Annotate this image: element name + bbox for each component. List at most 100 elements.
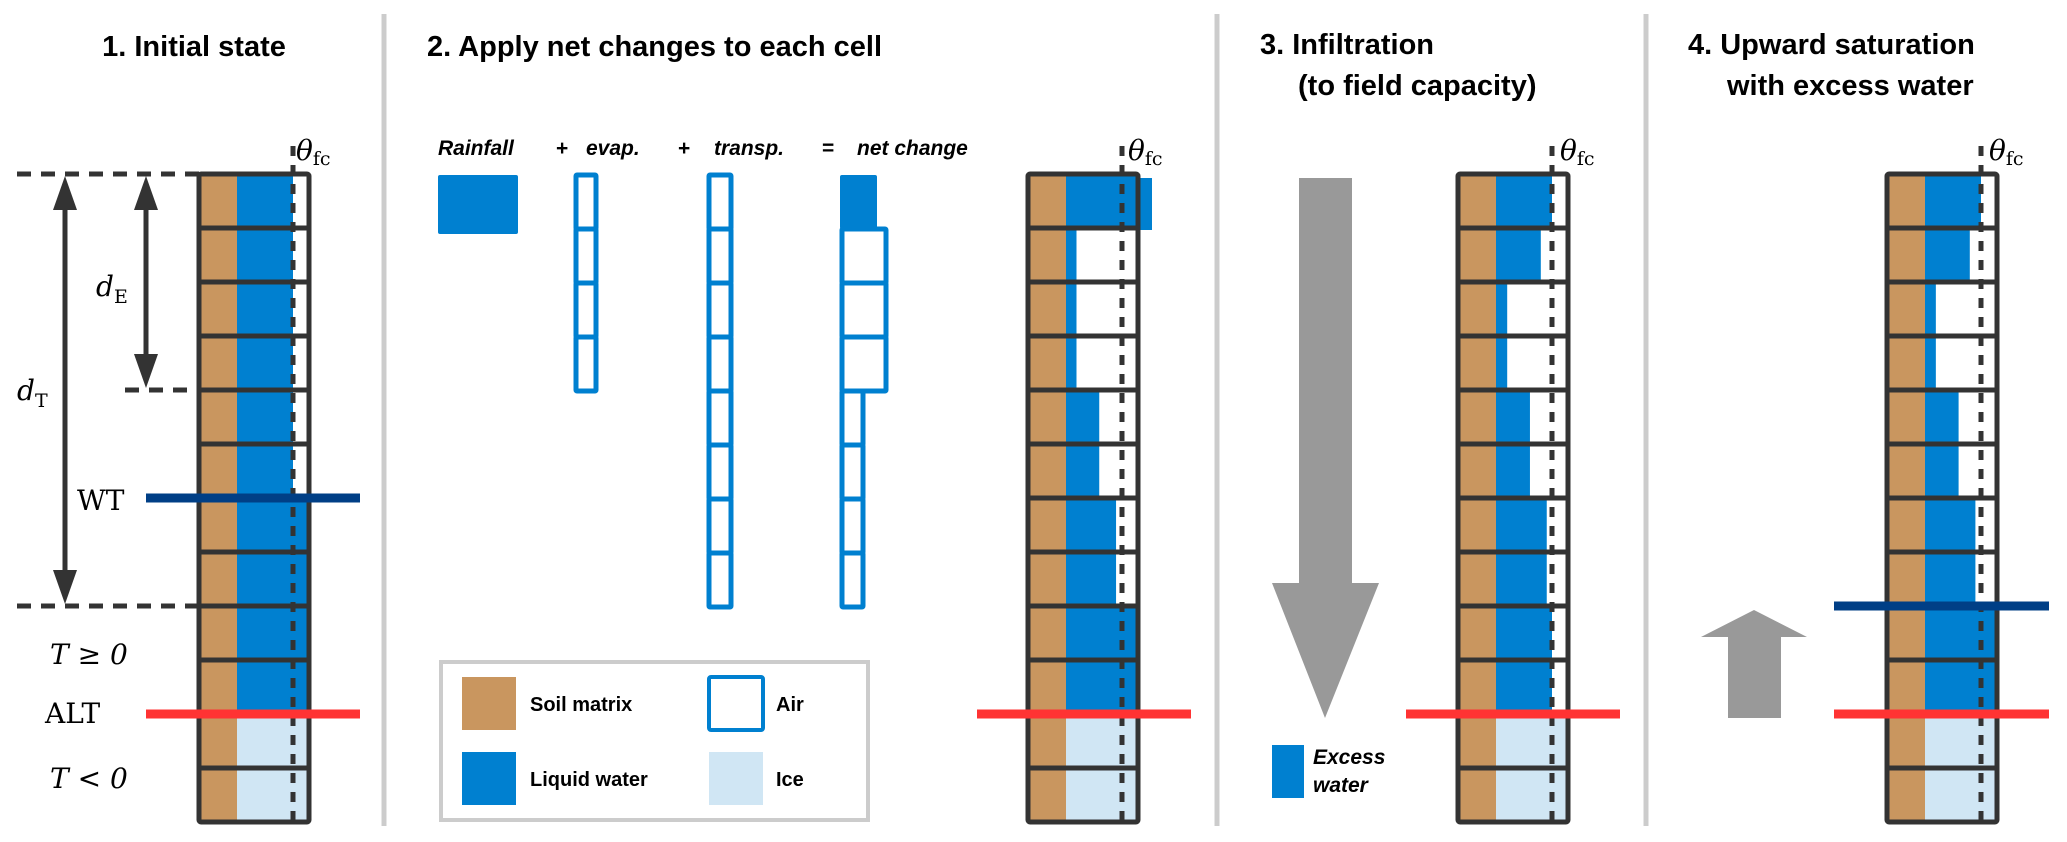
soil-matrix-fill xyxy=(1028,768,1066,822)
soil-column-panel-4 xyxy=(1834,146,2049,825)
legend-air-swatch xyxy=(707,675,765,732)
water-fill xyxy=(1066,282,1077,336)
soil-cell xyxy=(199,282,309,336)
theta-fc-label: θfc xyxy=(1560,134,1595,170)
legend-ice-swatch xyxy=(709,752,763,805)
soil-cell xyxy=(1028,552,1138,606)
ice-fill xyxy=(1066,714,1136,768)
column-outline xyxy=(1884,171,2000,825)
soil-matrix-fill xyxy=(1458,660,1496,714)
dT-label: dT xyxy=(17,374,48,412)
water-fill xyxy=(237,444,293,498)
net-change-loss-cell xyxy=(839,280,889,340)
legend-soil-label: Soil matrix xyxy=(530,694,632,716)
soil-cell xyxy=(1887,660,1997,714)
air-fill xyxy=(1925,282,1997,336)
soil-matrix-fill xyxy=(1458,228,1496,282)
water-fill xyxy=(237,552,307,606)
soil-matrix-fill xyxy=(199,498,237,552)
air-fill xyxy=(1496,336,1568,390)
water-fill xyxy=(1066,660,1136,714)
air-fill xyxy=(1066,336,1138,390)
soil-matrix-fill xyxy=(1887,714,1925,768)
soil-cell xyxy=(199,444,309,498)
transpiration-cell xyxy=(706,172,734,232)
water-fill xyxy=(1925,390,1959,444)
soil-cell xyxy=(1458,768,1568,822)
soil-cell xyxy=(1458,606,1568,660)
soil-matrix-fill xyxy=(199,714,237,768)
soil-column-panel-1 xyxy=(146,146,360,825)
flux-bars xyxy=(573,172,889,610)
ice-fill xyxy=(237,768,307,822)
water-fill xyxy=(1496,444,1530,498)
soil-cell xyxy=(1028,282,1138,336)
soil-matrix-fill xyxy=(1887,606,1925,660)
transpiration-cell xyxy=(706,496,734,556)
soil-matrix-fill xyxy=(1028,390,1066,444)
soil-matrix-fill xyxy=(199,552,237,606)
soil-cell xyxy=(1887,174,1997,228)
soil-matrix-fill xyxy=(1887,390,1925,444)
soil-matrix-fill xyxy=(1028,444,1066,498)
evaporation-cell xyxy=(573,226,599,286)
soil-cell xyxy=(1887,498,1997,552)
water-fill xyxy=(1496,660,1552,714)
ice-fill xyxy=(1496,768,1566,822)
soil-matrix-fill xyxy=(1887,336,1925,390)
water-fill xyxy=(1925,282,1936,336)
theta-fc-label: θfc xyxy=(1128,134,1163,170)
soil-matrix-fill xyxy=(1887,228,1925,282)
water-fill xyxy=(237,390,293,444)
soil-matrix-fill xyxy=(1028,498,1066,552)
soil-matrix-fill xyxy=(1887,498,1925,552)
water-fill xyxy=(237,174,293,228)
water-fill xyxy=(1925,336,1936,390)
soil-cell xyxy=(199,390,309,444)
water-fill xyxy=(1925,498,1976,552)
net-change-loss-cell xyxy=(839,334,889,394)
ice-fill xyxy=(237,714,307,768)
transpiration-cell xyxy=(706,442,734,502)
water-fill xyxy=(1496,390,1530,444)
soil-matrix-fill xyxy=(1458,552,1496,606)
rainfall-block xyxy=(438,175,518,234)
soil-matrix-fill xyxy=(1887,552,1925,606)
water-fill xyxy=(237,336,293,390)
water-fill xyxy=(1066,606,1136,660)
soil-cell xyxy=(1028,444,1138,498)
infiltration-down-arrow xyxy=(1272,178,1379,718)
panel-3-title-line-2: (to field capacity) xyxy=(1298,70,1537,102)
soil-matrix-fill xyxy=(1458,174,1496,228)
soil-matrix-fill xyxy=(199,768,237,822)
soil-cell xyxy=(1887,768,1997,822)
soil-cell xyxy=(1458,174,1568,228)
water-fill xyxy=(1925,552,1976,606)
plus-sign: + xyxy=(556,137,568,160)
air-fill xyxy=(1925,336,1997,390)
ice-fill xyxy=(1066,768,1136,822)
column-outline xyxy=(1025,171,1141,825)
water-fill xyxy=(237,282,293,336)
soil-matrix-fill xyxy=(1028,552,1066,606)
water-fill xyxy=(237,606,307,660)
water-fill xyxy=(1496,282,1508,336)
soil-cell xyxy=(1887,606,1997,660)
water-fill xyxy=(1496,174,1552,228)
soil-matrix-fill xyxy=(1887,660,1925,714)
panel-4-title-line-1: 4. Upward saturation xyxy=(1688,29,1975,61)
ice-fill xyxy=(1925,714,1995,768)
soil-matrix-fill xyxy=(199,606,237,660)
alt-label: ALT xyxy=(44,697,101,730)
soil-matrix-fill xyxy=(1028,714,1066,768)
soil-matrix-fill xyxy=(1028,282,1066,336)
soil-cell xyxy=(199,228,309,282)
water-fill xyxy=(1066,498,1117,552)
water-fill xyxy=(1496,498,1547,552)
soil-matrix-fill xyxy=(199,174,237,228)
t-negative-label: T < 0 xyxy=(50,762,128,795)
soil-matrix-fill xyxy=(1028,606,1066,660)
net-change-loss-cell xyxy=(839,442,866,502)
arrowheads xyxy=(53,176,158,604)
